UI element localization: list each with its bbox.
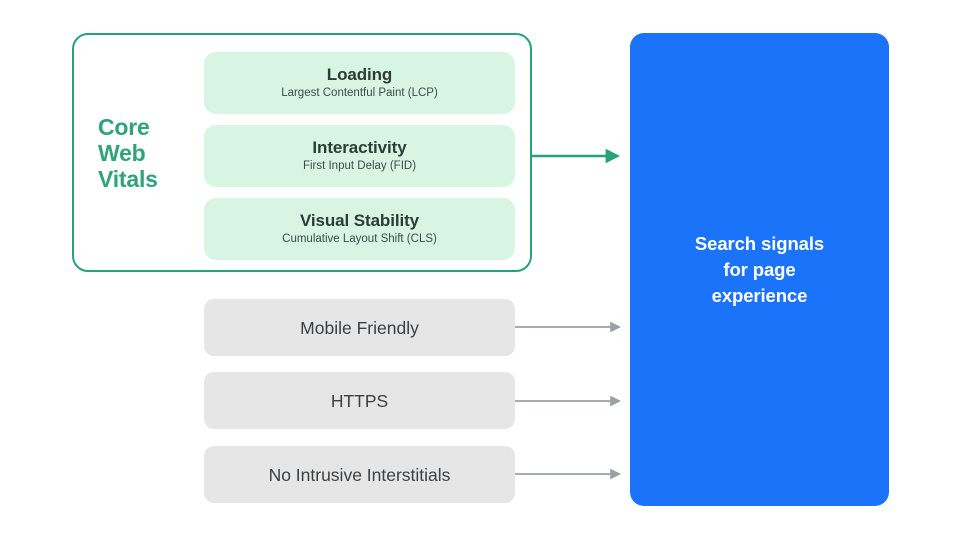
core-web-vitals-label-line-2: Web [98,140,146,166]
metric-card-loading[interactable]: Loading Largest Contentful Paint (LCP) [204,52,515,114]
signal-card-no-intrusive-interstitials[interactable]: No Intrusive Interstitials [204,446,515,503]
metric-subtitle: Cumulative Layout Shift (CLS) [282,233,437,245]
core-web-vitals-label-line-1: Core [98,114,150,140]
search-signals-line-3: experience [711,284,808,306]
metric-subtitle: Largest Contentful Paint (LCP) [281,87,438,99]
core-web-vitals-label-line-3: Vitals [98,166,158,192]
signal-title: Mobile Friendly [300,317,419,338]
search-signals-line-2: for page [723,258,796,280]
core-web-vitals-label: Core Web Vitals [98,114,194,192]
signal-card-mobile-friendly[interactable]: Mobile Friendly [204,299,515,356]
metric-subtitle: First Input Delay (FID) [302,160,417,172]
search-signals-box[interactable]: Search signals for page experience [630,33,889,506]
metric-title: Loading [326,65,393,84]
signal-card-https[interactable]: HTTPS [204,372,515,429]
metric-title: Interactivity [312,138,407,157]
metric-card-visual-stability[interactable]: Visual Stability Cumulative Layout Shift… [204,198,515,260]
signal-title: No Intrusive Interstitials [268,464,451,485]
metric-title: Visual Stability [299,211,420,230]
search-signals-text: Search signals for page experience [695,231,824,309]
signal-title: HTTPS [330,390,389,411]
metric-card-interactivity[interactable]: Interactivity First Input Delay (FID) [204,125,515,187]
search-signals-line-1: Search signals [694,232,825,254]
